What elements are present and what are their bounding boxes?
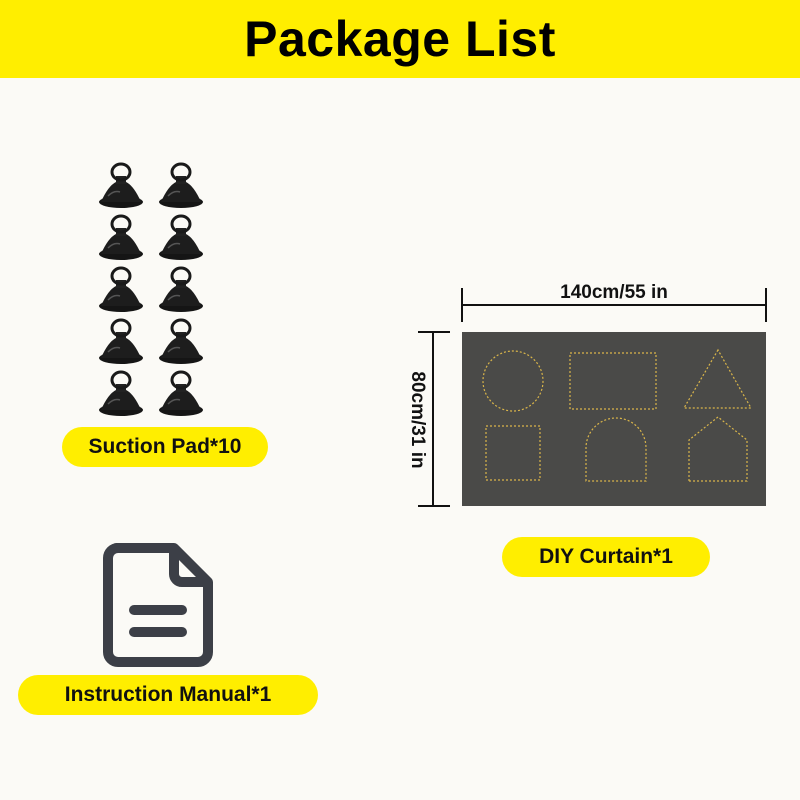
house-shape <box>688 416 748 482</box>
suction-pad-icon <box>99 266 143 312</box>
suction-pad-icon <box>159 318 203 364</box>
suction-pad-icon <box>159 266 203 312</box>
suction-pad-icon <box>99 318 143 364</box>
square-shape <box>485 425 541 481</box>
curtain-diagram <box>418 288 767 507</box>
suction-pad-icon <box>159 214 203 260</box>
instruction-manual-label: Instruction Manual*1 <box>18 675 318 715</box>
header-banner: Package List <box>0 0 800 78</box>
diy-curtain-label: DIY Curtain*1 <box>502 537 710 577</box>
triangle-shape <box>682 348 753 409</box>
rectangle-shape <box>569 352 657 410</box>
arch-shape <box>585 417 647 482</box>
height-dimension-line <box>418 331 450 507</box>
suction-pad-icon <box>159 370 203 416</box>
width-dimension-line <box>461 288 767 322</box>
page-title: Package List <box>244 11 556 67</box>
suction-pad-icon <box>99 162 143 208</box>
circle-shape <box>482 350 544 412</box>
document-icon <box>103 543 213 667</box>
suction-pad-icon <box>99 370 143 416</box>
curtain-panel <box>462 332 766 506</box>
curtain-width-label: 140cm/55 in <box>560 282 668 303</box>
stitched-shapes <box>482 348 753 482</box>
suction-pad-icon <box>159 162 203 208</box>
suction-pad-icon <box>99 214 143 260</box>
suction-pad-label: Suction Pad*10 <box>62 427 268 467</box>
suction-pad-group <box>96 162 216 416</box>
